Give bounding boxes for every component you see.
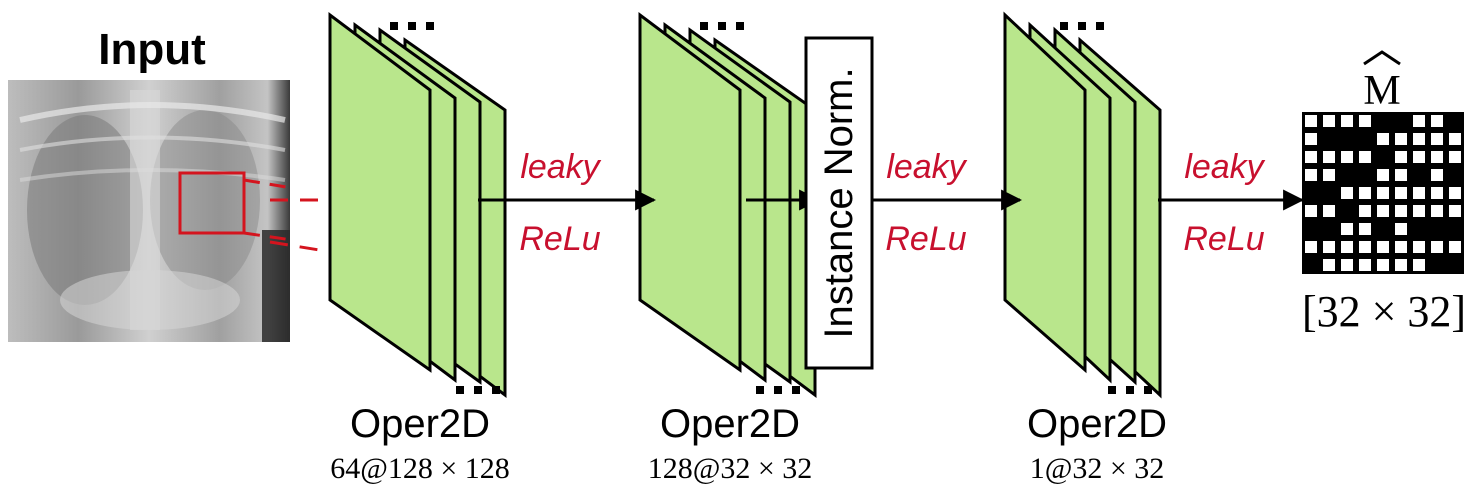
input-xray-image — [8, 80, 290, 342]
mask-cell — [1413, 133, 1425, 145]
layer-3-shape: 1@32 × 32 — [1030, 452, 1165, 485]
activation-3-line2: ReLu — [1183, 220, 1264, 258]
mask-cell — [1305, 151, 1317, 163]
mask-cell — [1431, 133, 1443, 145]
mask-cell — [1377, 241, 1389, 253]
feature-stack-1-dots — [390, 22, 500, 394]
mask-cell — [1395, 205, 1407, 217]
output-size: [32 × 32] — [1302, 287, 1466, 336]
mask-cell — [1431, 205, 1443, 217]
mask-cell — [1359, 115, 1371, 127]
mask-cell — [1341, 151, 1353, 163]
mask-cell — [1377, 205, 1389, 217]
mask-cell — [1305, 205, 1317, 217]
mask-cell — [1431, 241, 1443, 253]
mask-cell — [1341, 241, 1353, 253]
activation-2-line2: ReLu — [885, 220, 966, 258]
mask-cell — [1395, 241, 1407, 253]
mask-cell — [1359, 205, 1371, 217]
mask-cell — [1413, 151, 1425, 163]
mask-cell — [1395, 169, 1407, 181]
feature-stack-2-dots — [700, 22, 800, 394]
mask-cell — [1395, 223, 1407, 235]
mask-cell — [1431, 187, 1443, 199]
input-title: Input — [98, 25, 206, 74]
mask-cell — [1377, 259, 1389, 271]
feature-stack-3-dots — [1060, 22, 1152, 394]
mask-cell — [1359, 241, 1371, 253]
feature-stack-2 — [638, 12, 817, 398]
mask-cell — [1449, 205, 1461, 217]
mask-cell — [1413, 241, 1425, 253]
activation-1-line1: leaky — [520, 148, 601, 186]
mask-cell — [1449, 241, 1461, 253]
mask-cell — [1305, 241, 1317, 253]
mask-cell — [1359, 151, 1371, 163]
mask-cell — [1341, 259, 1353, 271]
activation-2-line1: leaky — [886, 148, 967, 186]
output-hat-icon — [1363, 50, 1401, 66]
mask-cell — [1431, 115, 1443, 127]
output-symbol: M — [1363, 68, 1400, 114]
mask-cell — [1395, 187, 1407, 199]
mask-cell — [1359, 259, 1371, 271]
mask-cell — [1449, 187, 1461, 199]
activation-3-line1: leaky — [1184, 148, 1265, 186]
layer-2-name: Oper2D — [660, 402, 800, 446]
mask-cell — [1323, 241, 1335, 253]
mask-cell — [1413, 259, 1425, 271]
mask-cell — [1305, 169, 1317, 181]
mask-cell — [1431, 151, 1443, 163]
mask-cell — [1341, 115, 1353, 127]
layer-1-shape: 64@128 × 128 — [330, 452, 510, 485]
mask-cell — [1377, 169, 1389, 181]
mask-cell — [1413, 205, 1425, 217]
mask-cell — [1323, 151, 1335, 163]
mask-cell — [1377, 133, 1389, 145]
mask-cell — [1413, 187, 1425, 199]
mask-cell — [1449, 133, 1461, 145]
mask-cell — [1395, 151, 1407, 163]
mask-cell — [1377, 187, 1389, 199]
instance-norm-label: Instance Norm. — [817, 67, 861, 338]
mask-cell — [1395, 133, 1407, 145]
mask-cell — [1431, 169, 1443, 181]
mask-cell — [1341, 187, 1353, 199]
mask-cell — [1449, 151, 1461, 163]
feature-stack-1 — [328, 12, 507, 398]
mask-cell — [1413, 115, 1425, 127]
mask-cell — [1305, 133, 1317, 145]
mask-cell — [1395, 259, 1407, 271]
mask-cell — [1323, 259, 1335, 271]
activation-1-line2: ReLu — [519, 220, 600, 258]
mask-cell — [1341, 223, 1353, 235]
mask-cell — [1323, 169, 1335, 181]
mask-cell — [1359, 187, 1371, 199]
mask-cell — [1305, 115, 1317, 127]
mask-cell — [1323, 205, 1335, 217]
layer-1-name: Oper2D — [350, 402, 490, 446]
instance-norm-box — [804, 36, 874, 370]
mask-cell — [1359, 223, 1371, 235]
mask-cell — [1323, 115, 1335, 127]
layer-2-shape: 128@32 × 32 — [648, 452, 813, 485]
output-mask-grid — [1302, 112, 1464, 274]
feature-stack-3 — [1003, 11, 1162, 399]
layer-3-name: Oper2D — [1027, 402, 1167, 446]
